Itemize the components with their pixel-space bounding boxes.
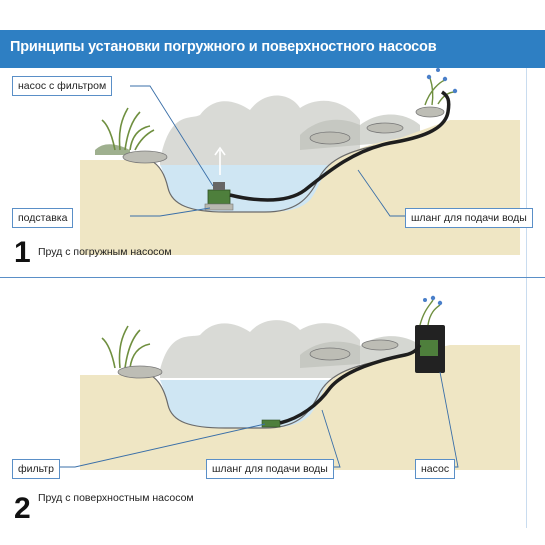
label-pump-with-filter: насос с фильтром <box>12 76 113 96</box>
label-stand: подставка <box>12 208 74 228</box>
edge-stones-1 <box>122 106 445 164</box>
leader-lines-1 <box>130 85 405 217</box>
title-bar: Принципы установки погружного и поверхно… <box>0 30 545 68</box>
reeds-2 <box>101 325 151 369</box>
water-1 <box>160 165 330 212</box>
label-hose-2: шланг для подачи воды <box>206 459 334 479</box>
page-title: Принципы установки погружного и поверхно… <box>10 39 437 55</box>
pond-liner-2 <box>149 361 376 429</box>
label-hose-1: шланг для подачи воды <box>405 208 533 228</box>
water-2 <box>160 380 330 428</box>
diagram-number-1: 1 <box>14 236 31 269</box>
submersible-pump <box>204 182 234 211</box>
caption-1: Пруд с погружным насосом <box>38 246 172 258</box>
diagram-number-2: 2 <box>14 492 31 525</box>
caption-2: Пруд с поверхностным насосом <box>38 492 194 504</box>
bottom-filter <box>261 419 281 428</box>
label-filter: фильтр <box>12 459 60 479</box>
section-divider <box>0 277 545 278</box>
label-pump: насос <box>415 459 456 479</box>
edge-stones-2 <box>117 339 399 379</box>
hose-2 <box>279 344 422 425</box>
fountain-spray-1 <box>214 146 226 175</box>
diagram-frame <box>8 68 527 528</box>
surface-pump-housing <box>415 295 445 373</box>
pond-liner-1 <box>149 145 376 213</box>
reeds-1 <box>101 107 155 151</box>
soil-2 <box>80 345 520 470</box>
hose-1 <box>229 90 451 202</box>
